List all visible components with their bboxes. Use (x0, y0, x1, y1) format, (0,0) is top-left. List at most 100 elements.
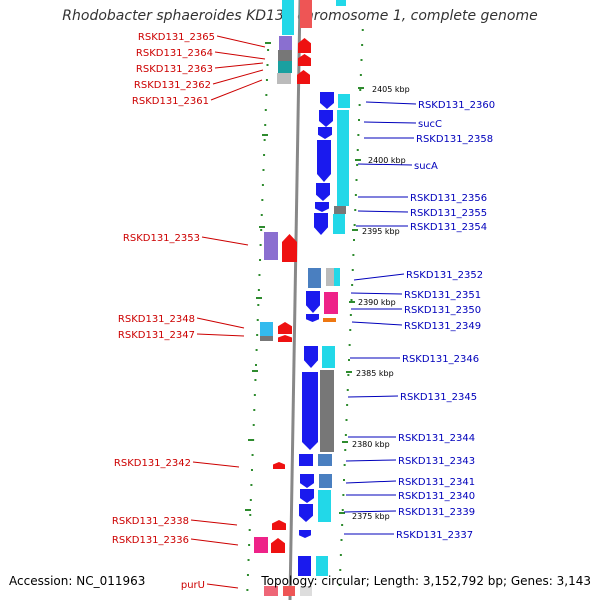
gene-block (300, 586, 312, 596)
kbp-label: 2375 kbp (352, 512, 390, 521)
gene-arrow (314, 213, 328, 235)
genome-backbone (288, 0, 302, 600)
gene-arrow (318, 127, 332, 139)
leader-line (345, 459, 397, 462)
gene-label-right[interactable]: RSKD131_2346 (402, 354, 479, 365)
gene-block (318, 454, 332, 466)
gene-label-right[interactable]: RSKD131_2337 (396, 530, 473, 541)
gene-label-right[interactable]: RSKD131_2343 (398, 456, 475, 467)
gene-arrow (317, 140, 331, 182)
gene-label-left[interactable]: RSKD131_2348 (118, 314, 195, 325)
gene-label-left[interactable]: RSKD131_2336 (112, 535, 189, 546)
gene-label-right[interactable]: RSKD131_2355 (410, 208, 487, 219)
kbp-label: 2405 kbp (372, 85, 410, 94)
gene-block (324, 292, 338, 314)
kbp-label: 2400 kbp (368, 156, 406, 165)
gene-label-left[interactable]: RSKD131_2338 (112, 516, 189, 527)
gene-block (338, 94, 350, 108)
gene-arrow (306, 291, 320, 313)
gene-label-left[interactable]: RSKD131_2347 (118, 330, 195, 341)
leader-line (350, 292, 403, 295)
leader-line (214, 51, 266, 60)
gene-block (283, 586, 295, 596)
gene-label-right[interactable]: RSKD131_2351 (404, 290, 481, 301)
gene-arrow (297, 70, 310, 84)
gene-arrow (282, 234, 297, 262)
gene-label-right[interactable]: RSKD131_2339 (398, 507, 475, 518)
gene-block (264, 232, 278, 260)
leader-line (351, 321, 403, 326)
gene-label-right[interactable]: RSKD131_2344 (398, 433, 475, 444)
leader-line (357, 210, 409, 213)
gene-block (298, 556, 311, 576)
leader-line (201, 236, 249, 246)
gene-label-right[interactable]: RSKD131_2340 (398, 491, 475, 502)
gene-block (300, 0, 312, 28)
gene-label-left[interactable]: RSKD131_2361 (132, 96, 209, 107)
leader-line (214, 62, 264, 69)
gene-block (326, 268, 335, 286)
kbp-label: 2385 kbp (356, 369, 394, 378)
gene-arrow (299, 504, 313, 522)
gene-label-right[interactable]: RSKD131_2341 (398, 477, 475, 488)
gene-block (279, 36, 292, 50)
gene-block (320, 370, 334, 452)
gene-label-right[interactable]: RSKD131_2345 (400, 392, 477, 403)
gene-label-left[interactable]: RSKD131_2363 (136, 64, 213, 75)
gene-block (299, 454, 313, 466)
gene-arrow (304, 346, 318, 368)
gene-block (334, 268, 340, 286)
gene-block (278, 50, 292, 61)
leader-line (212, 69, 264, 85)
gene-label-right[interactable]: RSKD131_2356 (410, 193, 487, 204)
gene-label-right[interactable]: RSKD131_2352 (406, 270, 483, 281)
gene-arrow (300, 474, 314, 488)
gene-label-right[interactable]: sucC (418, 119, 442, 130)
gene-label-right[interactable]: RSKD131_2360 (418, 100, 495, 111)
gene-arrow (272, 520, 286, 530)
leader-line (192, 461, 240, 468)
leader-line (206, 583, 239, 589)
gene-block (260, 322, 273, 336)
gene-arrow (278, 335, 292, 342)
leader-line (363, 121, 417, 124)
gene-block (319, 474, 332, 488)
leader-line (190, 538, 239, 546)
leader-line (343, 510, 397, 513)
gene-label-right[interactable]: sucA (414, 161, 438, 172)
gene-label-right[interactable]: RSKD131_2349 (404, 321, 481, 332)
leader-line (345, 480, 397, 484)
gene-label-right[interactable]: RSKD131_2358 (416, 134, 493, 145)
gene-block (260, 336, 273, 341)
gene-label-left[interactable]: RSKD131_2342 (114, 458, 191, 469)
gene-block (316, 556, 328, 576)
leader-line (196, 317, 245, 329)
leader-line (353, 273, 405, 281)
gene-block (278, 61, 292, 73)
gene-block (334, 206, 346, 214)
gene-label-left[interactable]: RSKD131_2365 (138, 32, 215, 43)
kbp-label: 2395 kbp (362, 227, 400, 236)
gene-label-right[interactable]: RSKD131_2350 (404, 305, 481, 316)
gene-label-right[interactable]: RSKD131_2354 (410, 222, 487, 233)
gene-label-left[interactable]: RSKD131_2353 (123, 233, 200, 244)
gene-block (337, 110, 349, 206)
gene-arrow (316, 183, 330, 201)
gene-arrow (300, 489, 314, 503)
gene-block (264, 586, 278, 596)
topology-summary: Topology: circular; Length: 3,152,792 bp… (261, 574, 591, 588)
gene-arrow (319, 110, 333, 127)
gene-block (254, 537, 268, 553)
gene-label-left[interactable]: RSKD131_2362 (134, 80, 211, 91)
gene-arrow (315, 202, 329, 212)
gene-block (323, 318, 336, 322)
gene-block (333, 214, 345, 234)
gene-label-left[interactable]: purU (181, 580, 205, 591)
leader-line (210, 79, 263, 101)
gene-block (318, 490, 331, 522)
gene-label-left[interactable]: RSKD131_2364 (136, 48, 213, 59)
leader-line (190, 519, 238, 526)
gene-block (308, 268, 321, 288)
gene-arrow (298, 38, 311, 53)
